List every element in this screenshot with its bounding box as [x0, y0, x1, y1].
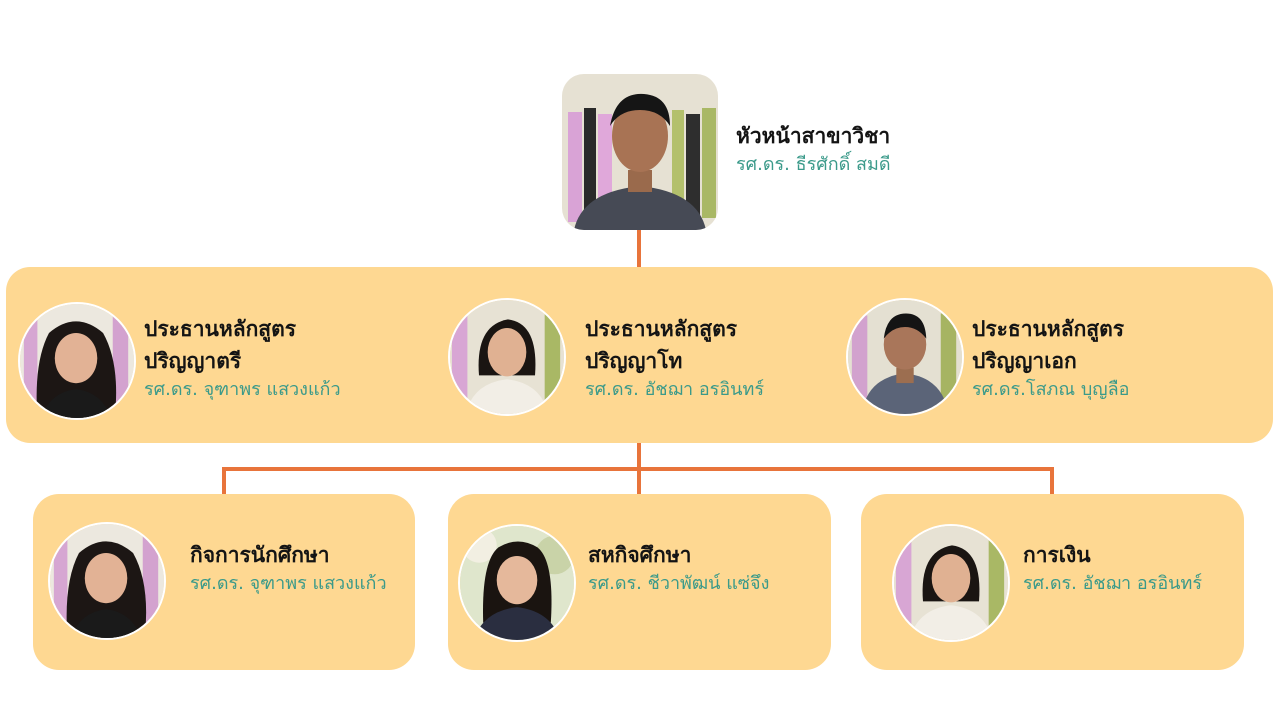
head-name: รศ.ดร. ธีรศักดิ์ สมดี — [736, 154, 891, 175]
connector-units-horizontal — [222, 467, 1054, 471]
person-portrait-icon — [894, 526, 1008, 640]
person-portrait-icon — [460, 526, 574, 640]
chair-doctoral-name: รศ.ดร.โสภณ บุญลือ — [972, 379, 1130, 400]
chair-bachelor-role-line1: ประธานหลักสูตร — [144, 317, 297, 341]
chair-doctoral-role-line1: ประธานหลักสูตร — [972, 317, 1125, 341]
person-portrait-icon — [450, 300, 564, 414]
chair-doctoral-role-line2: ปริญญาเอก — [972, 349, 1077, 373]
chair-bachelor-name: รศ.ดร. จุฑาพร แสวงแก้ว — [144, 379, 341, 400]
connector-unit-left — [222, 467, 226, 496]
chair-master-role-line1: ประธานหลักสูตร — [585, 317, 738, 341]
unit-finance-name: รศ.ดร. อัชฌา อรอินทร์ — [1023, 573, 1202, 594]
person-portrait-icon — [848, 300, 962, 414]
chair-bachelor-role-line2: ปริญญาตรี — [144, 349, 242, 373]
program-chairs-panel — [6, 267, 1273, 443]
person-portrait-icon — [50, 524, 164, 638]
chair-master-name: รศ.ดร. อัชฌา อรอินทร์ — [585, 379, 764, 400]
unit-student-affairs-role: กิจการนักศึกษา — [190, 543, 330, 567]
chair-bachelor-photo — [18, 302, 136, 420]
head-role: หัวหน้าสาขาวิชา — [736, 124, 891, 148]
chair-master-role-line2: ปริญญาโท — [585, 349, 683, 373]
chair-doctoral-photo — [846, 298, 964, 416]
unit-student-affairs-name: รศ.ดร. จุฑาพร แสวงแก้ว — [190, 573, 387, 594]
chair-master-photo — [448, 298, 566, 416]
person-portrait-icon — [20, 304, 134, 418]
unit-cooperative-education-photo — [458, 524, 576, 642]
head-photo — [562, 74, 718, 230]
unit-student-affairs-photo — [48, 522, 166, 640]
unit-cooperative-education-name: รศ.ดร. ชีวาพัฒน์ แซ่จึง — [588, 573, 770, 594]
person-portrait-icon — [562, 74, 718, 230]
unit-finance-photo — [892, 524, 1010, 642]
unit-cooperative-education-role: สหกิจศึกษา — [588, 543, 692, 567]
unit-finance-role: การเงิน — [1023, 543, 1091, 567]
connector-unit-right — [1050, 467, 1054, 496]
connector-head-to-chairs — [637, 226, 641, 270]
